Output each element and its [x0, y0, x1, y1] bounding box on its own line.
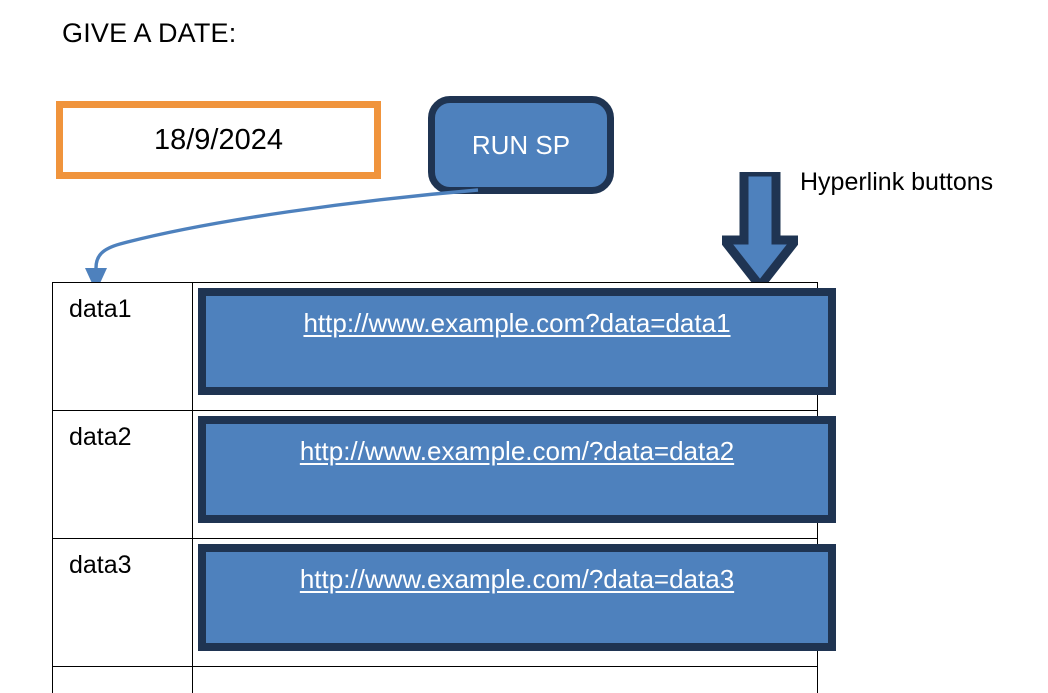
table-cell-link	[192, 666, 818, 693]
table-cell-label: data3	[52, 538, 193, 667]
table-cell-label	[52, 666, 193, 693]
hyperlink-button-url: http://www.example.com/?data=data3	[299, 564, 735, 594]
hyperlink-button-url: http://www.example.com?data=data1	[303, 308, 731, 338]
table-row: data3 http://www.example.com/?data=data3	[52, 538, 836, 667]
table-cell-link: http://www.example.com/?data=data2	[192, 410, 836, 539]
date-input-value: 18/9/2024	[153, 123, 283, 156]
hyperlink-button[interactable]: http://www.example.com/?data=data2	[198, 416, 836, 523]
hyperlink-button-url: http://www.example.com/?data=data2	[299, 436, 735, 466]
table-row: data1 http://www.example.com?data=data1	[52, 282, 836, 411]
curved-arrow-icon	[85, 188, 479, 292]
run-sp-button[interactable]: RUN SP	[428, 96, 614, 194]
hyperlink-buttons-annotation-label: Hyperlink buttons	[800, 168, 994, 196]
table-row: data2 http://www.example.com/?data=data2	[52, 410, 836, 539]
date-input[interactable]: 18/9/2024	[56, 101, 381, 179]
page-title: GIVE A DATE:	[62, 18, 237, 48]
table-cell-link: http://www.example.com/?data=data3	[192, 538, 836, 667]
table-cell-label: data1	[52, 282, 193, 411]
run-sp-button-label: RUN SP	[471, 129, 571, 160]
results-table: data1 http://www.example.com?data=data1 …	[52, 282, 836, 693]
table-cell-label: data2	[52, 410, 193, 539]
table-row-empty	[52, 666, 818, 693]
hyperlink-button[interactable]: http://www.example.com?data=data1	[198, 288, 836, 395]
table-cell-link: http://www.example.com?data=data1	[192, 282, 836, 411]
down-arrow-icon	[722, 172, 798, 290]
hyperlink-button[interactable]: http://www.example.com/?data=data3	[198, 544, 836, 651]
